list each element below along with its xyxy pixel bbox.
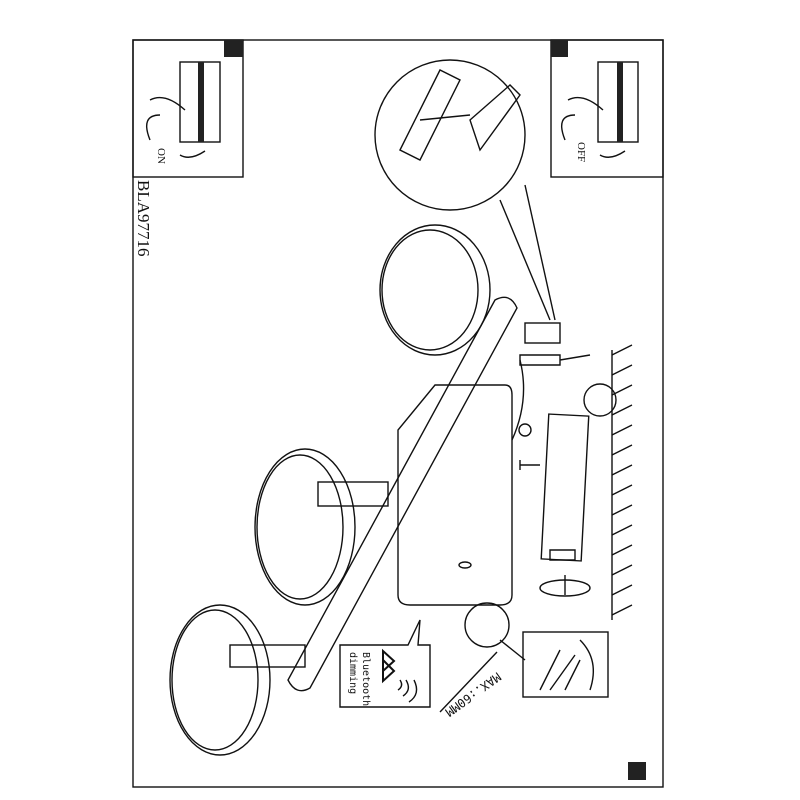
lamp-head (379, 224, 491, 356)
lamp-bar (287, 296, 518, 692)
model-code: BLA97716 (134, 180, 153, 257)
switch-off-label: OFF (575, 142, 587, 162)
hand-icon (146, 96, 186, 141)
country-badge-icon (224, 40, 243, 57)
lamp-head (169, 604, 306, 756)
connection-detail-magnifier (374, 59, 556, 321)
switch-on-label: ON (155, 148, 167, 164)
bluetooth-icon (382, 648, 396, 684)
page-frame (132, 39, 664, 788)
dimension-arrow (439, 651, 498, 713)
rotate-arrow-icon (599, 150, 626, 158)
wall-hatch (611, 344, 633, 620)
wire-detail (439, 602, 609, 713)
mounting-bracket (511, 322, 617, 597)
bluetooth-label: Bluetooth (360, 652, 371, 706)
switch-off-panel: OFF (550, 39, 664, 178)
canopy (397, 384, 513, 606)
lamp-head (254, 448, 389, 606)
page-badge-icon (628, 762, 646, 780)
dimming-label: dimming (347, 652, 358, 694)
switch-on-panel: ON (132, 39, 244, 178)
hand-icon (561, 96, 604, 141)
country-badge-icon (551, 40, 568, 57)
rotate-arrow-icon (179, 150, 206, 158)
signal-waves-icon (397, 679, 418, 703)
bluetooth-dimming-callout: Bluetooth dimming (339, 619, 431, 708)
